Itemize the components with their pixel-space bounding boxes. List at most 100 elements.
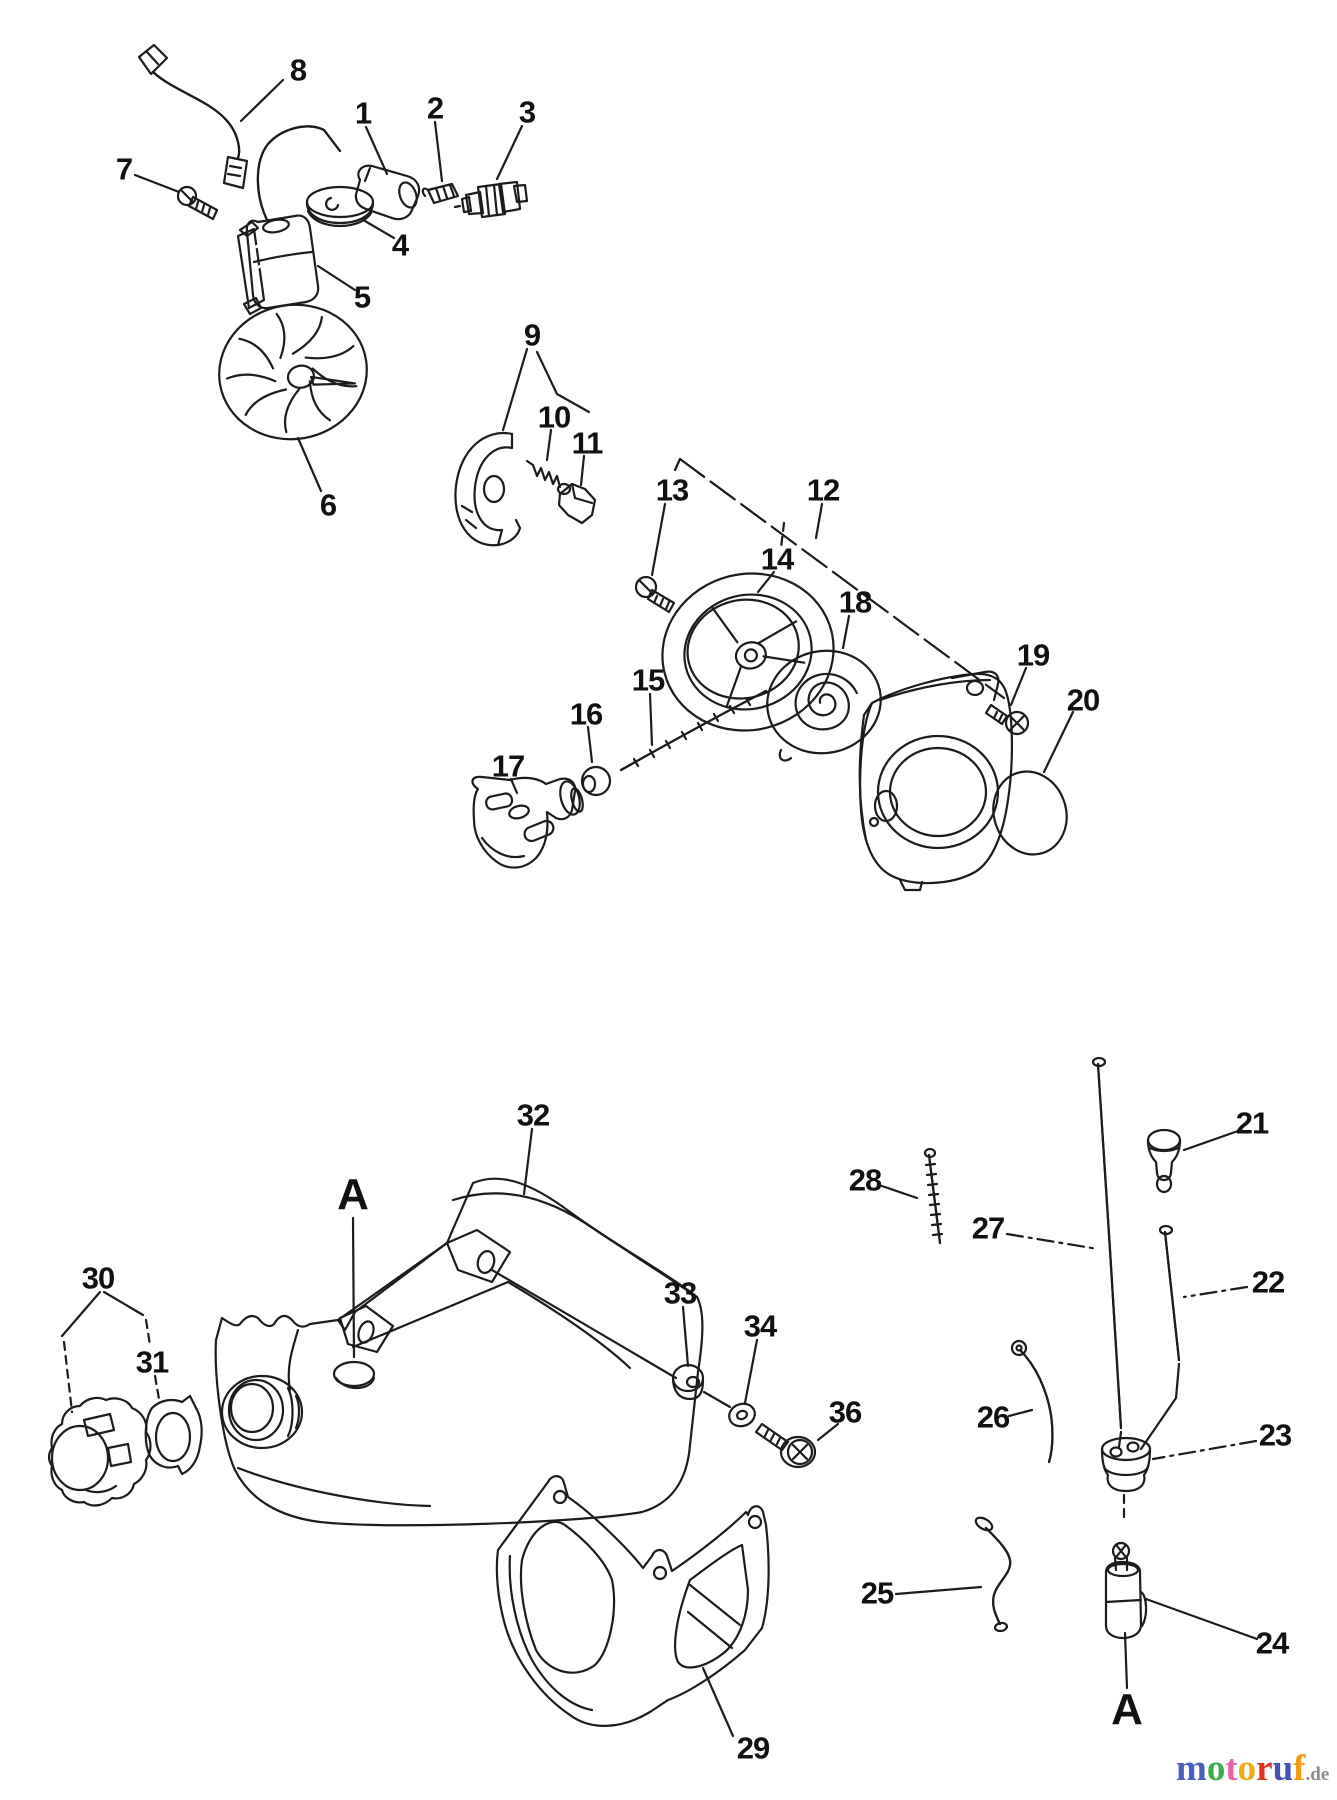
- leader-30a: [60, 1290, 102, 1338]
- part-starter-handle-17: [471, 775, 584, 869]
- section-marker-a-1: A: [337, 1170, 369, 1219]
- callout-16: 16: [569, 696, 603, 732]
- part-fuel-cap-30: [47, 1396, 152, 1507]
- leader-21: [1182, 1129, 1240, 1152]
- leader-31: [153, 1374, 161, 1401]
- leader-30d: [144, 1318, 152, 1347]
- leader-22: [1182, 1285, 1249, 1299]
- callout-27: 27: [971, 1210, 1005, 1246]
- leader-36: [816, 1422, 840, 1442]
- leader-25: [894, 1585, 983, 1596]
- callout-11: 11: [571, 425, 604, 461]
- leader-12: [814, 502, 824, 540]
- callout-5: 5: [353, 279, 371, 315]
- part-pawl-spring-10: [525, 459, 562, 489]
- part-washer-34: [728, 1402, 756, 1428]
- part-fuel-pipe-22: [1117, 1224, 1181, 1451]
- part-grommet-4: [305, 185, 375, 228]
- callout-14: 14: [760, 541, 794, 577]
- callout-20: 20: [1066, 682, 1100, 718]
- part-bushing-33: [671, 1363, 705, 1401]
- callout-25: 25: [860, 1575, 894, 1611]
- watermark-letter: o: [1237, 1748, 1257, 1789]
- leader-30c: [62, 1340, 74, 1414]
- callout-8: 8: [289, 52, 307, 88]
- callout-12: 12: [806, 472, 840, 508]
- leader-28: [877, 1183, 919, 1200]
- section-marker-a-2: A: [1111, 1685, 1143, 1734]
- leader-1: [364, 125, 389, 176]
- leader-30b: [102, 1290, 145, 1317]
- callout-32: 32: [516, 1097, 550, 1133]
- leader-33: [681, 1305, 690, 1368]
- callout-6: 6: [319, 487, 337, 523]
- leader-23: [1151, 1439, 1258, 1461]
- watermark-logo: motoruf.de: [1176, 1750, 1329, 1787]
- part-screw-36: [754, 1422, 817, 1469]
- part-screw-19: [984, 703, 1030, 736]
- callout-33: 33: [663, 1275, 697, 1311]
- leader-12-stub: [673, 457, 682, 472]
- callout-17: 17: [491, 748, 525, 784]
- callout-29: 29: [736, 1730, 770, 1766]
- callout-26: 26: [976, 1399, 1010, 1435]
- callout-28: 28: [848, 1162, 882, 1198]
- part-pawl-cup-9: [454, 431, 522, 547]
- part-ignition-coil-5: [236, 125, 342, 316]
- callout-24: 24: [1255, 1625, 1289, 1661]
- callout-7: 7: [115, 151, 133, 187]
- callout-19: 19: [1016, 637, 1050, 673]
- callout-3: 3: [518, 94, 536, 130]
- leader-5: [316, 264, 357, 292]
- part-rewind-spring-18: [766, 649, 882, 762]
- part-rope-pulley-14: [661, 572, 835, 732]
- watermark-letter: r: [1256, 1748, 1273, 1789]
- leader-24: [1144, 1597, 1259, 1641]
- leader-11: [579, 454, 586, 487]
- watermark-word: motoruf: [1176, 1748, 1306, 1789]
- part-starter-housing-12: [858, 670, 1014, 892]
- watermark-letter: o: [1206, 1748, 1226, 1789]
- leader-16: [586, 725, 594, 764]
- part-cap-gasket-31: [144, 1394, 203, 1476]
- callout-30: 30: [81, 1260, 115, 1296]
- leader-26: [1007, 1408, 1034, 1418]
- part-fuel-tank-32: [214, 1177, 732, 1527]
- leader-6: [296, 436, 323, 493]
- callout-23: 23: [1258, 1417, 1292, 1453]
- leader-12-bracket: [678, 457, 1006, 700]
- part-seal-20: [992, 770, 1068, 856]
- leader-13: [650, 502, 667, 577]
- callout-2: 2: [426, 90, 444, 126]
- leader-27: [1005, 1232, 1100, 1251]
- part-terminal-2: [421, 182, 460, 205]
- part-rope-grommet-16: [580, 765, 612, 797]
- part-fuel-pipe-27: [1091, 1056, 1123, 1430]
- leader-9a: [501, 347, 529, 432]
- leader-17: [509, 777, 519, 795]
- watermark-letter: t: [1225, 1748, 1238, 1789]
- watermark-letter: f: [1293, 1748, 1306, 1789]
- callout-31: 31: [135, 1344, 169, 1380]
- leader-20: [1042, 710, 1075, 774]
- part-fuel-filter-24: [1104, 1541, 1148, 1640]
- watermark-suffix: .de: [1305, 1764, 1330, 1785]
- watermark-letter: u: [1272, 1748, 1294, 1789]
- callout-1: 1: [354, 95, 372, 131]
- part-breather-valve-21: [1146, 1128, 1182, 1194]
- marker-a-top-line: [351, 1216, 356, 1359]
- callout-9: 9: [523, 317, 541, 353]
- leader-14-tick: [779, 521, 786, 550]
- part-stop-switch-wire-8: [137, 43, 249, 190]
- leader-9b: [535, 350, 591, 414]
- leader-2: [433, 120, 444, 183]
- part-plug-cap-1: [354, 164, 421, 221]
- leader-4: [363, 219, 396, 240]
- part-pawl-11: [556, 482, 597, 525]
- leader-34: [743, 1338, 759, 1405]
- part-starter-rope-15: [619, 689, 768, 772]
- part-screw-7: [176, 185, 219, 221]
- leader-32: [522, 1127, 534, 1196]
- leader-15: [648, 692, 654, 747]
